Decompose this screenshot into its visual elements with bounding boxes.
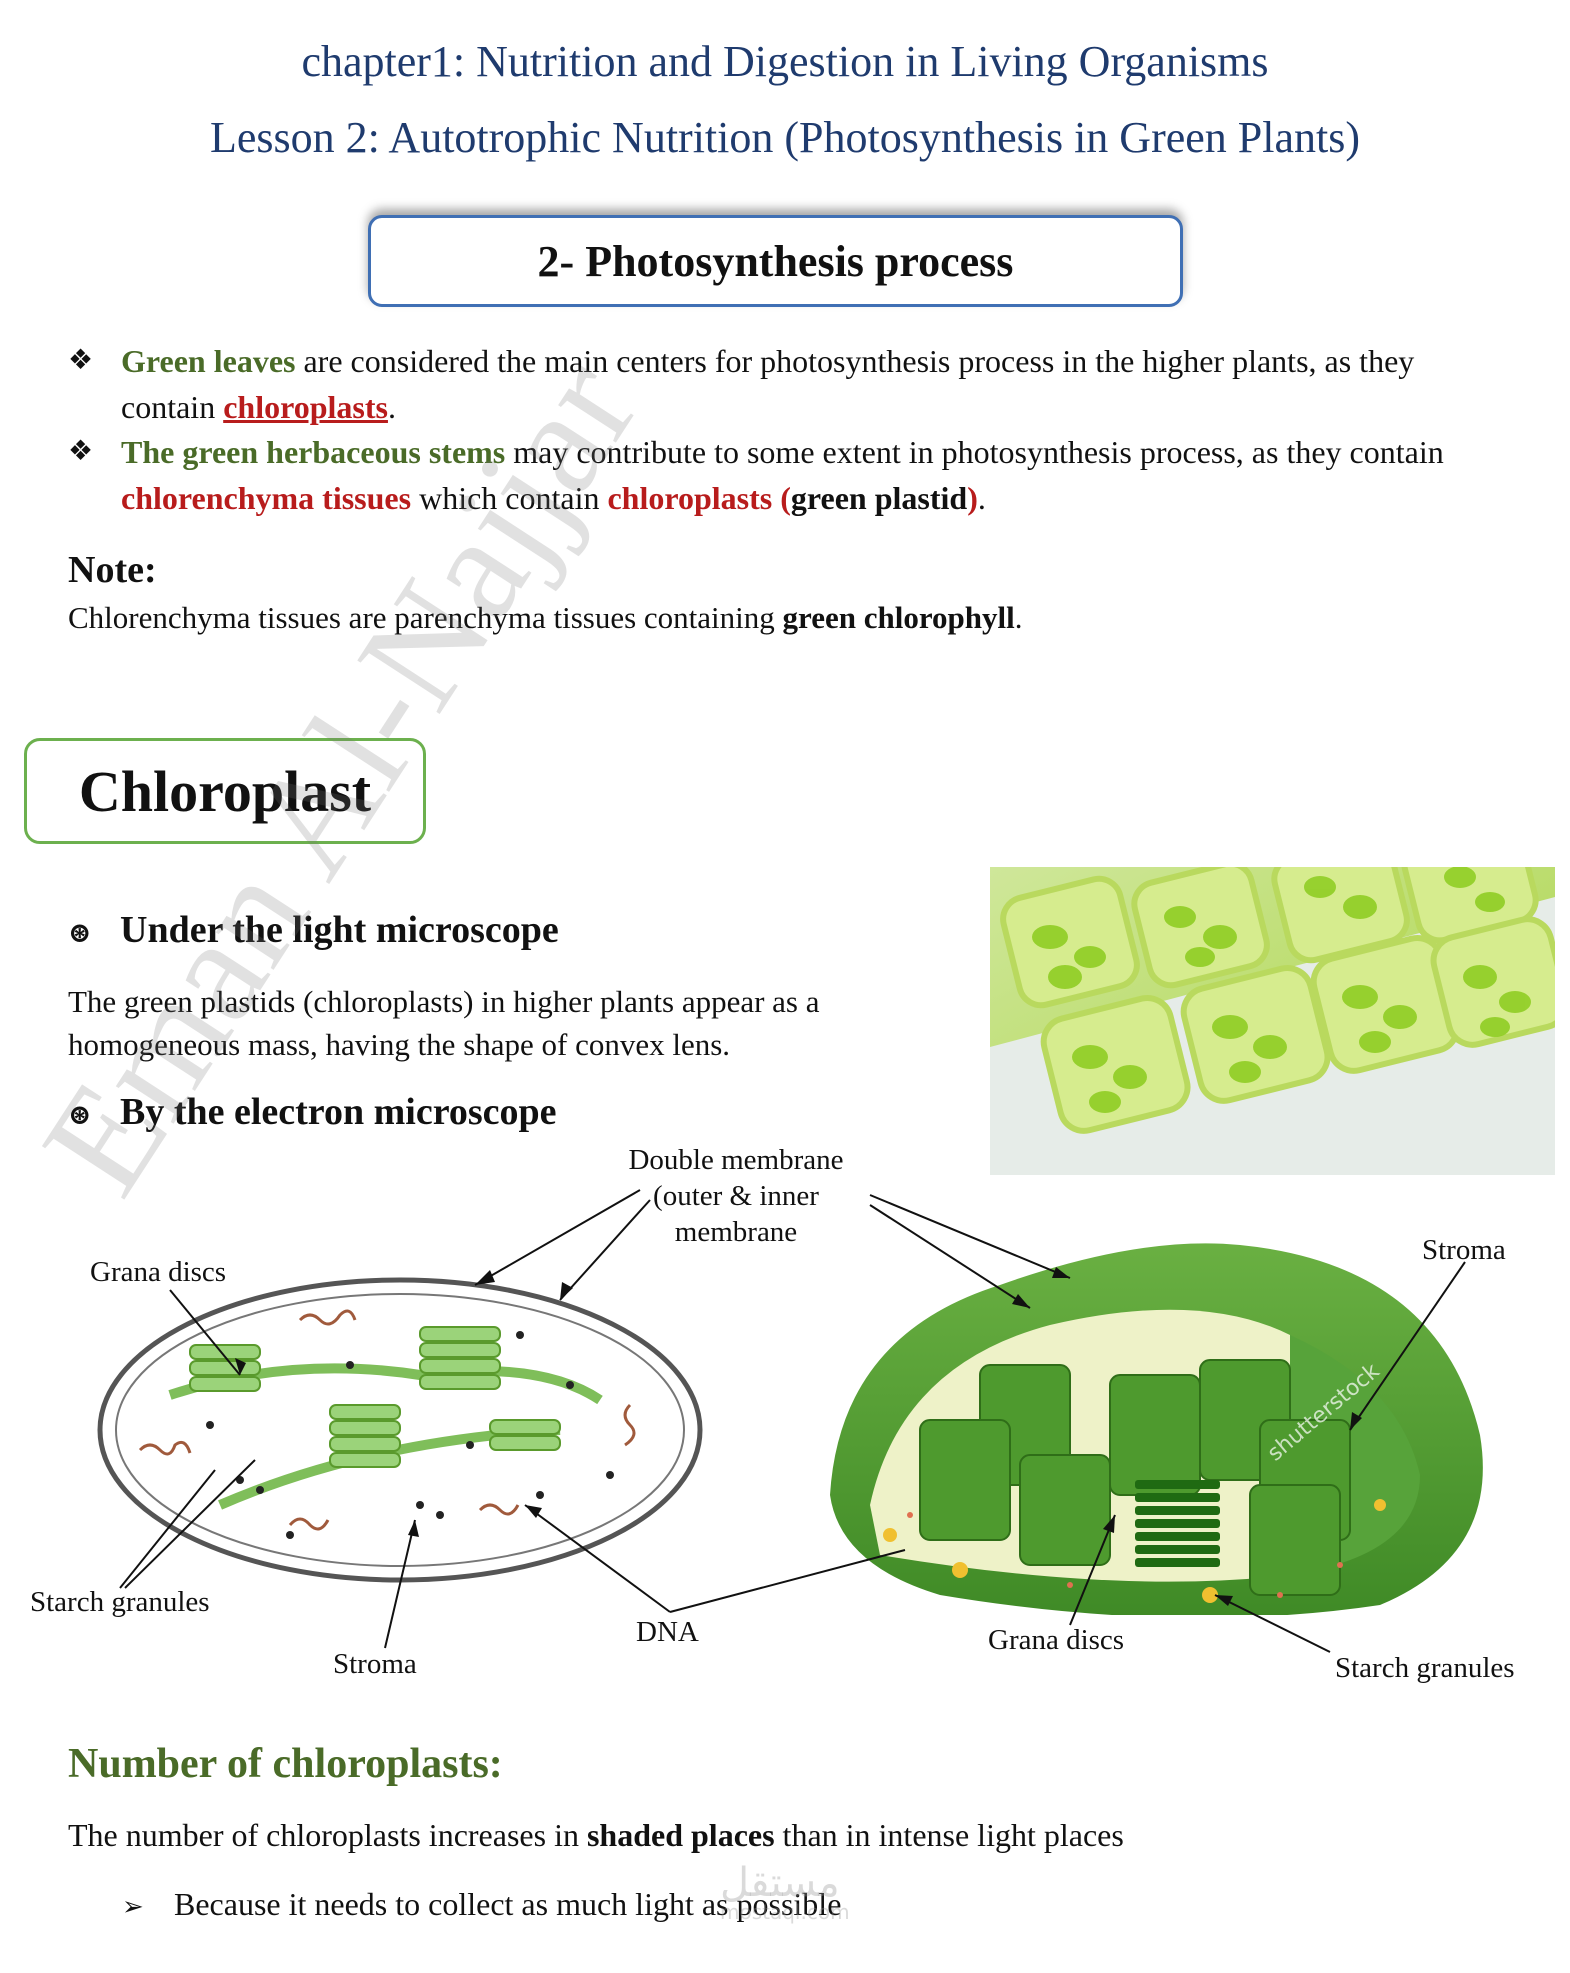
label-starch-right: Starch granules (1335, 1652, 1515, 1684)
site-url-text: mostaql.com (720, 1900, 850, 1924)
number-text: The number of chloroplasts increases in … (68, 1817, 1124, 1854)
electron-microscope-heading: ⊛ By the electron microscope (68, 1090, 557, 1134)
term-green-stems: The green herbaceous stems (121, 434, 506, 470)
bullet-end: . (977, 480, 986, 516)
micrograph-chloroplast-photo (990, 867, 1555, 1175)
flower-bullet-icon: ⊛ (68, 1100, 92, 1131)
light-microscope-title: Under the light microscope (120, 909, 559, 951)
bullet-text: which contain (411, 480, 608, 516)
arrow-bullet-icon: ➢ (122, 1892, 144, 1921)
bullet-text: may contribute to some extent in photosy… (505, 434, 1444, 470)
label-double-membrane-line1: Double membrane (628, 1144, 844, 1176)
flower-bullet-icon: ⊛ (68, 918, 92, 949)
number-sub-text: Because it needs to collect as much ligh… (174, 1886, 842, 1922)
granum (189, 1344, 261, 1392)
number-text-start: The number of chloroplasts increases in (68, 1817, 587, 1853)
label-stroma-right: Stroma (1422, 1234, 1506, 1266)
diamond-bullet-icon: ❖ (68, 345, 94, 376)
term-chloroplasts: chloroplasts (223, 389, 388, 425)
section-title: 2- Photosynthesis process (537, 236, 1014, 286)
label-starch-left: Starch granules (30, 1586, 210, 1618)
label-double-membrane-line3: membrane (674, 1216, 798, 1248)
light-microscope-text: The green plastids (chloroplasts) in hig… (68, 984, 820, 1062)
number-text-end: than in intense light places (774, 1817, 1124, 1853)
electron-microscope-title: By the electron microscope (120, 1091, 557, 1133)
chloroplast-title: Chloroplast (78, 758, 372, 824)
number-sub-point: ➢ Because it needs to collect as much lig… (122, 1886, 841, 1923)
bullet-green-leaves: ❖ Green leaves are considered the main c… (68, 338, 1488, 430)
bullet-text: are considered the main centers for phot… (121, 343, 1415, 425)
label-grana-right: Grana discs (988, 1624, 1125, 1656)
term-chlorenchyma: chlorenchyma tissues (121, 480, 412, 516)
chapter-title: chapter1: Nutrition and Digestion in Liv… (301, 37, 1269, 86)
number-heading: Number of chloroplasts: (68, 1741, 503, 1787)
lesson-title: Lesson 2: Autotrophic Nutrition (Photosy… (209, 113, 1361, 162)
label-grana-left: Grana discs (90, 1256, 227, 1288)
chloroplast-sketch-diagram (97, 1277, 703, 1583)
bullet-end: . (387, 389, 396, 425)
chloroplast-3d-diagram (830, 1243, 1483, 1615)
site-logo-text: مستقل (720, 1860, 840, 1906)
note-bold: green chlorophyll (782, 600, 1015, 635)
term-chloroplasts-2: chloroplasts ( (607, 480, 791, 516)
site-logo-watermark: مستقل mostaql.com (720, 1860, 850, 1924)
label-double-membrane: Double membrane (outer & inner membrane (596, 1142, 876, 1250)
label-dna: DNA (636, 1616, 699, 1648)
label-stroma-left: Stroma (333, 1648, 417, 1680)
term-green-plastid: green plastid (790, 480, 968, 516)
bullet-green-stems: ❖ The green herbaceous stems may contrib… (68, 429, 1488, 521)
number-bold: shaded places (586, 1817, 775, 1853)
note-end: . (1014, 600, 1023, 635)
note-text: Chlorenchyma tissues are parenchyma tiss… (68, 600, 1023, 636)
chloroplast-title-box: Chloroplast (24, 738, 426, 844)
diamond-bullet-icon: ❖ (68, 436, 94, 467)
light-microscope-heading: ⊛ Under the light microscope (68, 908, 559, 952)
paren-close: ) (967, 480, 978, 516)
note-heading: Note: (68, 549, 157, 591)
note-body: Chlorenchyma tissues are parenchyma tiss… (68, 600, 783, 635)
section-title-box: 2- Photosynthesis process (368, 215, 1183, 307)
term-green-leaves: Green leaves (121, 343, 296, 379)
label-double-membrane-line2: (outer & inner (653, 1180, 819, 1212)
